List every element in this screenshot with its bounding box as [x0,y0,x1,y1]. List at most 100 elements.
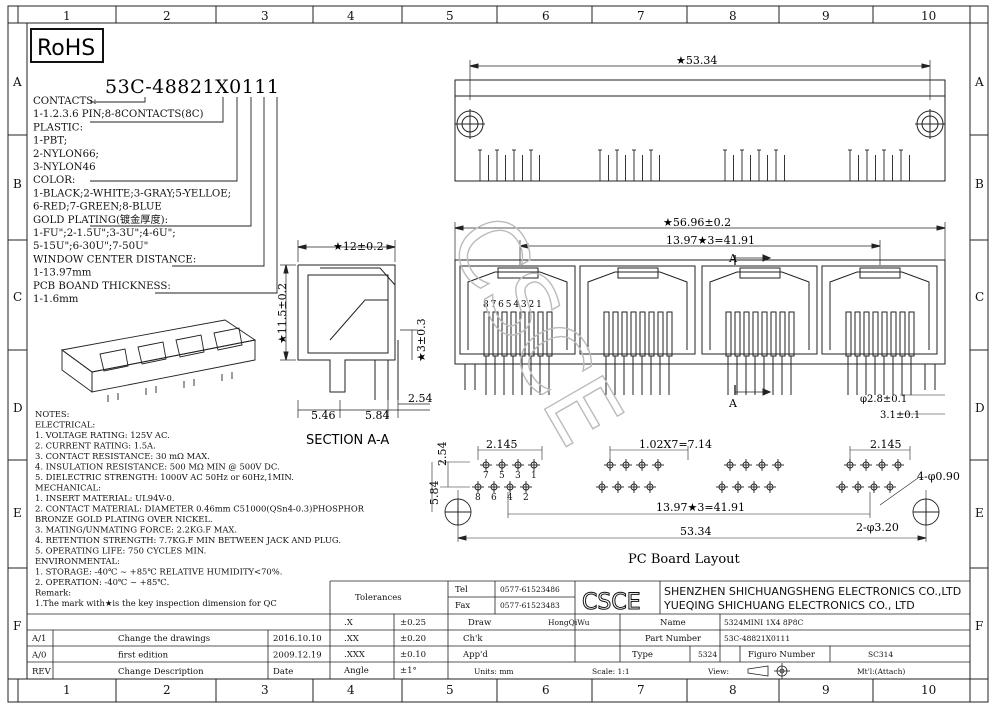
pcb-pin-label-top: 5 [499,471,505,481]
view-label: View: [707,667,729,676]
title-block [27,580,970,679]
hole-offset-dim: 3.1±0.1 [880,410,920,421]
rj45-contact [770,311,777,357]
section-3-dim: ★3±0.3 [415,318,428,362]
pcb-dim-pitch-small: 1.02X7=7.14 [639,438,712,451]
grid-col-label-bottom: 9 [822,683,830,697]
company-name-1: SHENZHEN SHICHUANGSHENG ELECTRONICS CO.,… [664,585,961,598]
rev-date: Date [273,667,293,677]
part-number-label: Part Number [645,634,702,644]
rev-date: 2016.10.10 [273,634,322,644]
note-line: 5. DIELECTRIC STRENGTH: 1000V AC 50Hz or… [35,472,294,482]
pcb-hole-320: 2-φ3.20 [856,521,899,534]
rj45-contact [854,311,861,357]
grid-col-label-top: 1 [63,9,71,23]
dim-546: 5.46 [311,409,336,422]
spec-line: PCB BOAND THICKNESS: [33,281,171,292]
note-line: 4. RETENTION STRENGTH: 7.7KG.F MIN BETWE… [35,535,341,545]
section-a-a [280,240,430,418]
grid-row-label-right: D [975,401,985,415]
pcb-pin-label-bottom: 6 [491,493,497,503]
rev-description: first edition [118,651,169,661]
grid-col-label-bottom: 2 [163,683,171,697]
grid-row-label-left: E [13,506,22,520]
rj45-contact [639,311,646,357]
rev-code: A/1 [31,634,46,644]
tel-label: Tel [455,585,468,595]
grid-col-label-top: 9 [822,9,830,23]
note-line: Remark: [35,588,71,598]
grid-col-label-top: 10 [921,9,936,23]
rj45-contact [779,311,786,357]
note-line: BRONZE GOLD PLATING OVER NICKEL. [35,514,213,524]
pcb-title: PC Board Layout [628,552,741,567]
part-number-value: 53C-48821X0111 [724,634,790,643]
section-width-dim: ★12±0.2 [333,240,384,253]
figure-number-value: SC314 [868,650,893,659]
rohs-box [30,28,104,63]
material-label: Mt'l:(Attach) [857,667,905,676]
note-line: MECHANICAL: [35,483,101,493]
pcb-dim-5334: 53.34 [680,525,712,538]
pcb-pin-label-top: 1 [531,471,537,481]
grid-col-label-bottom: 10 [921,683,936,697]
tolerance-key: .X [344,618,354,628]
spec-line: 6-RED;7-GREEN;8-BLUE [33,202,162,213]
grid-row-label-right: E [975,506,984,520]
grid-row-label-right: A [974,75,984,89]
scale-label: Scale: 1:1 [592,667,630,676]
note-line: 1.The mark with★is the key inspection di… [35,598,277,608]
rj45-contact [872,311,879,357]
pcb-pin-label-bottom: 4 [507,493,513,503]
tolerance-value: ±0.20 [400,634,426,644]
rj45-contact [863,311,870,357]
part-code: 53C-48821X0111 [105,76,279,98]
pcb-pin-label-bottom: 8 [475,493,481,503]
grid-row-label-left: A [12,75,22,89]
grid-row-label-left: C [13,290,22,304]
grid-col-label-bottom: 7 [637,683,645,697]
grid-row-label-left: B [13,177,22,191]
rj45-contact [743,311,750,357]
section-mark-top: A [728,252,738,265]
name-label: Name [660,618,686,628]
csce-logo: CSCE [582,590,641,615]
pcb-dim-2145-left: 2.145 [486,438,518,451]
check-label: Ch'k [463,634,483,644]
dim-584: 5.84 [365,409,390,422]
company-name-2: YUEQING SHICHUANG ELECTRONICS CO., LTD [663,599,915,612]
section-height-dim: ★11.5±0.2 [276,283,289,344]
spec-line: 1-PBT; [33,136,67,147]
tolerance-value: ±1° [400,666,417,676]
tolerance-key: Angle [343,666,369,676]
pcb-hole-090: 4-φ0.90 [917,470,960,483]
rj45-contact [761,311,768,357]
spec-line: 1-BLACK;2-WHITE;3-GRAY;5-YELLOE; [33,188,231,199]
top-view [454,60,946,182]
rev-code: REV [32,667,52,677]
rj45-port [459,265,576,395]
tolerance-value: ±0.10 [400,650,426,660]
note-line: 5. OPERATING LIFE: 750 CYCLES MIN. [35,546,206,556]
tolerances-label: Tolerances [355,593,402,603]
grid-col-label-top: 2 [163,9,171,23]
grid-col-label-top: 6 [542,9,550,23]
spec-line: 5-15U";6-30U";7-50U" [33,241,148,252]
grid-row-label-right: C [975,290,984,304]
note-line: 4. INSULATION RESISTANCE: 500 MΩ MIN @ 5… [35,462,280,472]
grid-col-label-top: 7 [637,9,645,23]
grid-col-label-bottom: 1 [63,683,71,697]
note-line: 2. OPERATION: -40℃ ~ +85℃. [35,577,169,587]
front-view [454,222,946,415]
grid-col-label-top: 3 [261,9,269,23]
fax-value: 0577-61523483 [500,601,560,610]
rj45-contact [908,311,915,357]
note-line: 1. STORAGE: -40℃ ~ +85℃ RELATIVE HUMIDIT… [35,567,282,577]
fax-label: Fax [455,601,470,611]
note-line: ENVIRONMENTAL: [35,556,120,566]
rj45-contact [890,311,897,357]
note-line: NOTES: [35,409,69,419]
note-line: 2. CONTACT MATERIAL: DIAMETER 0.46mm C51… [35,504,365,514]
tolerance-key: .XXX [344,650,366,660]
